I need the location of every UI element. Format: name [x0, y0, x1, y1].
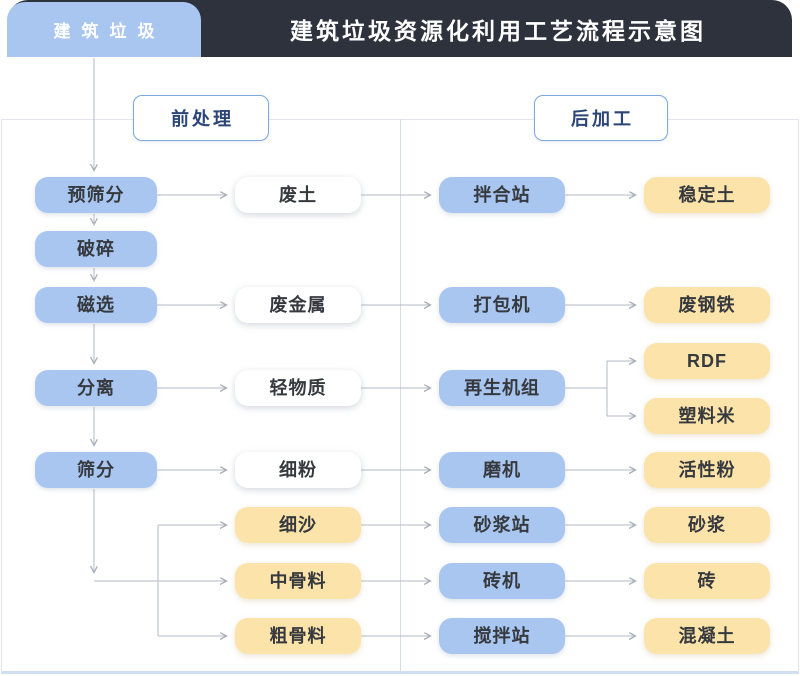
- node-active-powder: 活性粉: [644, 452, 770, 488]
- node-concrete: 混凝土: [644, 618, 770, 654]
- node-light-material: 轻物质: [235, 370, 361, 406]
- node-magnetic-separation: 磁选: [35, 287, 157, 323]
- section-label-pre-treatment: 前处理: [133, 95, 269, 141]
- node-concrete-plant: 搅拌站: [439, 618, 565, 654]
- node-waste-soil: 废土: [235, 177, 361, 213]
- node-rdf: RDF: [644, 343, 770, 379]
- node-pre-screening: 预筛分: [35, 177, 157, 213]
- node-separation: 分离: [35, 370, 157, 406]
- node-stabilized-soil: 稳定土: [644, 177, 770, 213]
- node-mortar-plant: 砂浆站: [439, 507, 565, 543]
- section-label-post-processing: 后加工: [534, 95, 668, 141]
- node-screening: 筛分: [35, 452, 157, 488]
- source-tab-construction-waste: 建筑垃圾: [7, 2, 201, 57]
- panel-divider: [400, 119, 401, 673]
- node-mixing-plant: 拌合站: [439, 177, 565, 213]
- node-crushing: 破碎: [35, 231, 157, 267]
- page-title: 建筑垃圾资源化利用工艺流程示意图: [290, 17, 706, 44]
- node-fine-sand: 细沙: [235, 507, 361, 543]
- node-mortar: 砂浆: [644, 507, 770, 543]
- node-plastic-pellets: 塑料米: [644, 398, 770, 434]
- node-coarse-aggregate: 粗骨料: [235, 618, 361, 654]
- node-regeneration-unit: 再生机组: [439, 370, 565, 406]
- node-brick-machine: 砖机: [439, 563, 565, 599]
- node-waste-steel: 废钢铁: [644, 287, 770, 323]
- node-medium-aggregate: 中骨料: [235, 563, 361, 599]
- node-mill: 磨机: [439, 452, 565, 488]
- node-brick: 砖: [644, 563, 770, 599]
- node-waste-metal: 废金属: [235, 287, 361, 323]
- node-baler: 打包机: [439, 287, 565, 323]
- node-fine-powder: 细粉: [235, 452, 361, 488]
